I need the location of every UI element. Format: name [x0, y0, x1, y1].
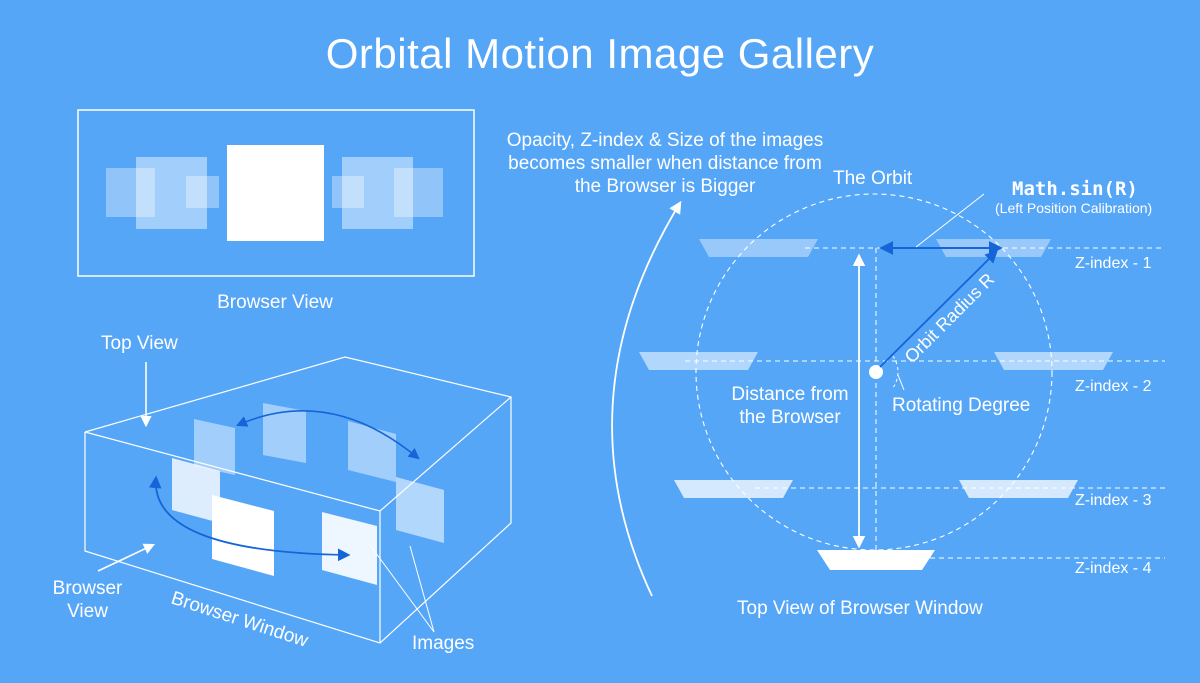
- rotation-arrow-back: [235, 410, 420, 460]
- browser-view-label: Browser View: [217, 292, 333, 313]
- orbit-radius-arrow: [879, 250, 998, 368]
- rotating-degree-pointer: [897, 374, 905, 391]
- browser-view-panel: [77, 109, 475, 277]
- rotating-degree-arc: [892, 355, 899, 389]
- box-image-front-center: [212, 495, 274, 576]
- orbit-image-z2-left: [639, 352, 758, 370]
- top-view-label: Top View: [101, 333, 178, 354]
- images-label: Images: [412, 633, 475, 654]
- browser-window-box: [84, 356, 513, 644]
- orbit-radius-label: Orbit Radius R: [901, 269, 999, 367]
- z-index-label-2: Z-index - 2: [1075, 378, 1152, 395]
- browser-view-side-label: Browser View: [52, 578, 123, 622]
- image-center: [227, 145, 324, 241]
- math-sin-pointer: [915, 193, 985, 248]
- browser-view-arrow: [97, 543, 156, 572]
- image-far-right: [394, 168, 443, 217]
- image-left: [136, 157, 207, 229]
- opacity-note: Opacity, Z-index & Size of the images be…: [506, 130, 824, 197]
- orbit-image-z4: [817, 550, 935, 570]
- rotating-degree-label: Rotating Degree: [892, 395, 1031, 416]
- images-pointer-2: [409, 545, 435, 633]
- page-title: Orbital Motion Image Gallery: [325, 30, 875, 77]
- math-sin-sublabel: (Left Position Calibration): [995, 200, 1153, 216]
- image-far-left: [106, 168, 155, 217]
- math-sin-label: Math.sin(R): [1012, 178, 1138, 200]
- z-index-label-1: Z-index - 1: [1075, 255, 1152, 272]
- image-right-small: [332, 176, 364, 208]
- images-pointer-1: [369, 544, 435, 633]
- distance-label: Distance from the Browser: [731, 384, 849, 428]
- browser-window-label: Browser Window: [168, 588, 310, 652]
- box-images: [172, 403, 444, 585]
- top-view-window-label: Top View of Browser Window: [737, 598, 983, 619]
- box-image-back-right: [348, 421, 396, 482]
- image-left-small: [186, 176, 219, 208]
- image-right: [342, 157, 413, 229]
- rotation-arrow-front: [148, 475, 351, 562]
- box-image-back-left: [194, 419, 235, 475]
- box-image-right: [396, 477, 444, 543]
- orbit-image-z1-left: [699, 239, 818, 257]
- box-image-front-right: [322, 512, 377, 585]
- the-orbit-label: The Orbit: [833, 168, 913, 189]
- orbit-image-z3-left: [674, 480, 793, 498]
- orbit-center: [869, 365, 883, 379]
- z-index-label-3: Z-index - 3: [1075, 492, 1152, 509]
- orbit-image-z2-right: [994, 352, 1113, 370]
- orbit-image-z3-right: [959, 480, 1078, 498]
- z-index-label-4: Z-index - 4: [1075, 560, 1152, 577]
- opacity-arrow: [611, 200, 682, 597]
- browser-view-frame: [77, 109, 475, 277]
